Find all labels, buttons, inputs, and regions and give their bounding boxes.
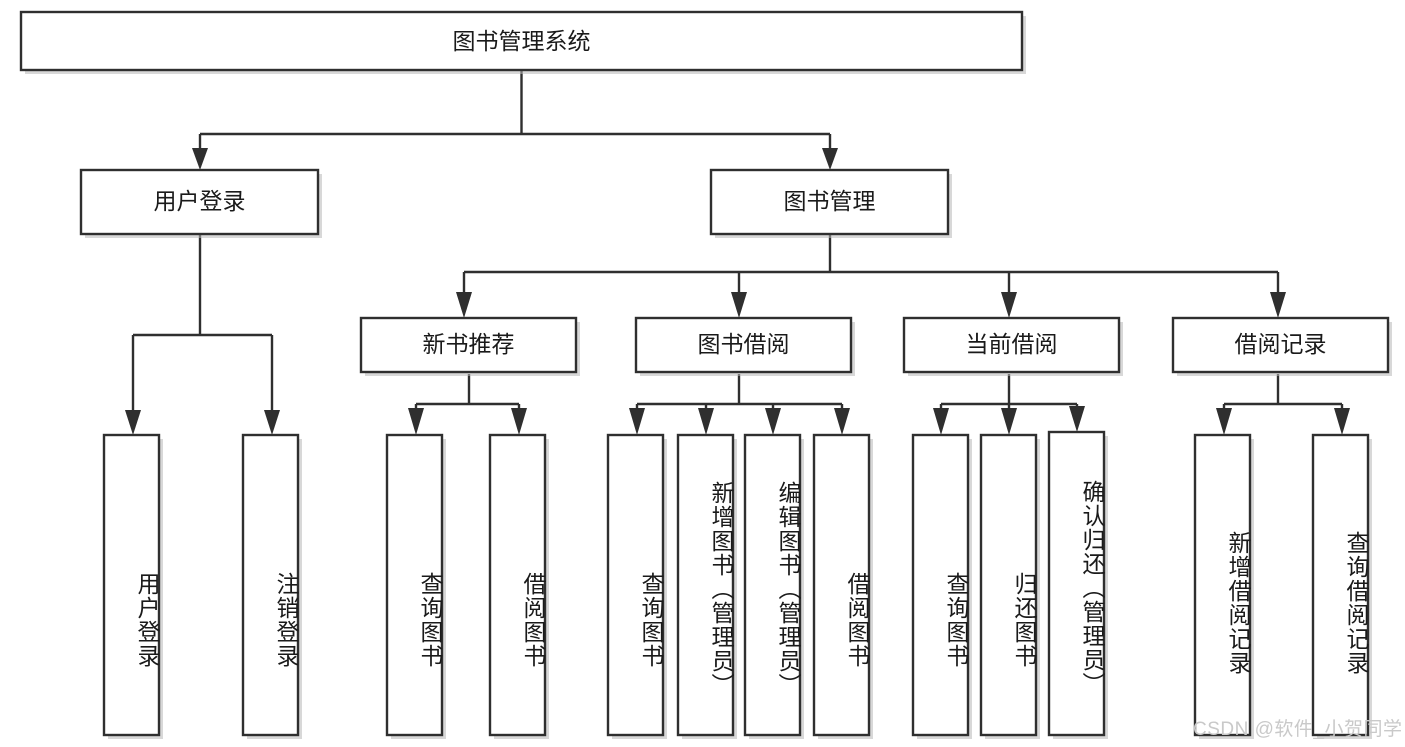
leaf-query-book-3-box[interactable]	[911, 433, 970, 737]
leaf-borrow-book-2-box[interactable]	[812, 433, 871, 737]
node-book-manage[interactable]: 图书管理	[709, 168, 952, 238]
arrow-head-new-book-recommend	[456, 292, 472, 318]
leaf-query-record-box[interactable]	[1311, 433, 1370, 737]
connector-group-root	[192, 70, 838, 170]
arrow-head-leaf-add-record	[1216, 408, 1232, 435]
node-borrow-record[interactable]: 借阅记录	[1171, 316, 1392, 376]
arrow-head-leaf-confirm-return	[1069, 406, 1085, 432]
arrow-head-leaf-return-book	[1001, 408, 1017, 435]
node-root[interactable]: 图书管理系统	[19, 10, 1026, 74]
arrow-head-leaf-query-book-3	[933, 408, 949, 435]
leaf-user-login-box[interactable]	[102, 433, 161, 737]
connector-group-book-manage	[456, 234, 1286, 318]
node-current-borrow-box[interactable]	[902, 316, 1121, 374]
connector-group-new-book-recommend	[408, 374, 527, 435]
leaf-borrow-book-1-box[interactable]	[488, 433, 547, 737]
arrow-head-leaf-edit-book	[765, 408, 781, 435]
csdn-watermark: CSDN @软件_小贺同学	[1193, 719, 1403, 740]
arrow-head-borrow-record	[1270, 292, 1286, 318]
leaf-boxes	[102, 430, 1372, 739]
node-root-box[interactable]	[19, 10, 1024, 72]
node-book-manage-label: 图书管理	[784, 188, 876, 214]
leaf-add-record-box[interactable]	[1193, 433, 1252, 737]
arrow-head-book-borrow	[731, 292, 747, 318]
arrow-head-user-login	[192, 148, 208, 170]
leaf-confirm-return-box[interactable]	[1047, 430, 1106, 737]
node-book-borrow-label: 图书借阅	[698, 331, 790, 357]
node-book-manage-box[interactable]	[709, 168, 950, 236]
leaf-return-book-box[interactable]	[979, 433, 1038, 737]
arrow-head-leaf-borrow-book-1	[511, 408, 527, 435]
arrow-head-leaf-query-book-1	[408, 408, 424, 435]
leaf-query-book-1-box[interactable]	[385, 433, 444, 737]
connector-group-current-borrow	[933, 374, 1085, 435]
node-current-borrow[interactable]: 当前借阅	[902, 316, 1123, 376]
node-root-label: 图书管理系统	[453, 28, 591, 54]
connector-group-book-borrow	[629, 374, 850, 435]
leaf-logout-box[interactable]	[241, 433, 300, 737]
leaf-edit-book-box[interactable]	[743, 433, 802, 737]
node-borrow-record-box[interactable]	[1171, 316, 1390, 374]
arrow-head-leaf-add-book	[698, 408, 714, 435]
leaf-query-book-2-box[interactable]	[606, 433, 665, 737]
node-user-login-box[interactable]	[79, 168, 320, 236]
node-new-book-recommend[interactable]: 新书推荐	[359, 316, 580, 376]
arrow-head-current-borrow	[1001, 292, 1017, 318]
node-user-login-label: 用户登录	[154, 188, 246, 214]
arrow-head-leaf-query-record	[1334, 408, 1350, 435]
arrow-head-leaf-borrow-book-2	[834, 408, 850, 435]
leaf-add-book-box[interactable]	[676, 433, 735, 737]
node-user-login[interactable]: 用户登录	[79, 168, 322, 238]
connector-group-user-login	[125, 234, 280, 435]
node-new-book-recommend-label: 新书推荐	[423, 331, 515, 357]
arrow-head-book-manage	[822, 148, 838, 170]
arrow-head-leaf-query-book-2	[629, 408, 645, 435]
arrow-head-leaf-user-login	[125, 410, 141, 435]
node-borrow-record-label: 借阅记录	[1235, 331, 1327, 357]
arrow-head-leaf-logout	[264, 410, 280, 435]
node-book-borrow-box[interactable]	[634, 316, 853, 374]
node-current-borrow-label: 当前借阅	[966, 331, 1058, 357]
node-book-borrow[interactable]: 图书借阅	[634, 316, 855, 376]
node-new-book-recommend-box[interactable]	[359, 316, 578, 374]
connector-group-borrow-record	[1216, 374, 1350, 435]
